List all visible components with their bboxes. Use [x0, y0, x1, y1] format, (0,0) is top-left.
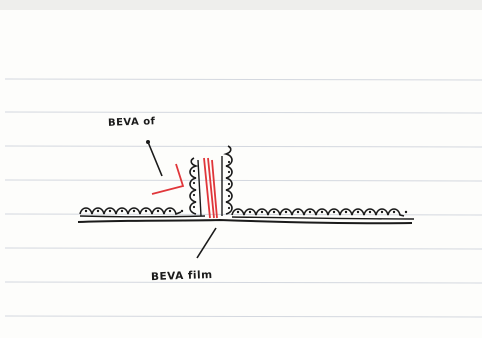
fabric-right-dots	[237, 211, 407, 213]
top-edge-shadow	[0, 0, 482, 10]
beva-of-label: BEVA of	[108, 116, 156, 129]
beva-film-label: BEVA film	[151, 269, 213, 283]
top-label-leader-dot	[146, 140, 150, 144]
